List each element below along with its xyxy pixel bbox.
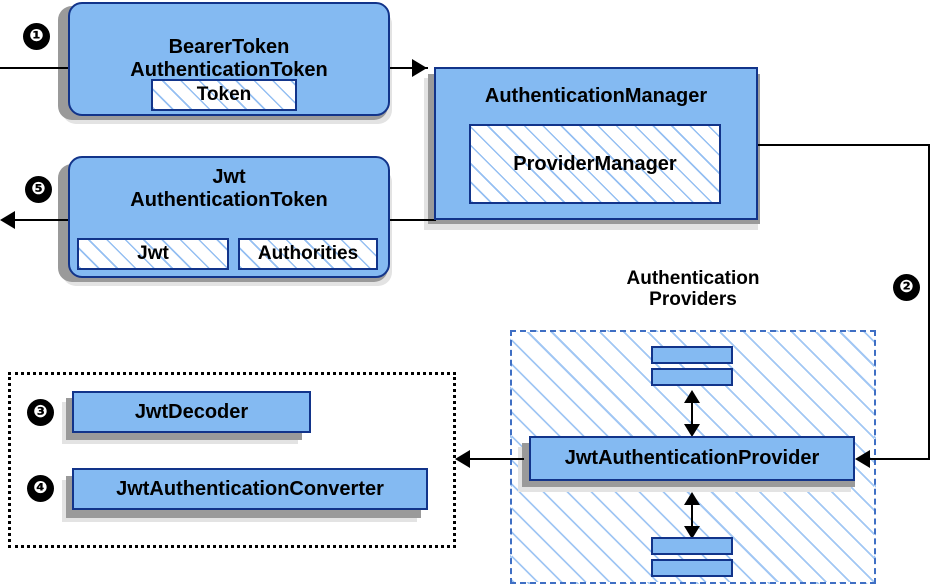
arrowhead-to-support [455,450,470,468]
line-manager-right [758,144,930,146]
node-jwt-authentication-converter[interactable]: JwtAuthenticationConverter [72,468,428,510]
chip-token: Token [151,79,297,111]
line-bearer-to-manager [388,67,428,69]
line-rail-to-provider [868,458,930,460]
provider-link-bottom [691,494,693,536]
bearer-token-label-line2: AuthenticationToken [130,59,328,81]
line-manager-to-jwt-token [388,219,436,221]
jwt-token-label-line1: Jwt [212,166,246,188]
step-marker-5: ❺ [25,176,52,203]
arrowhead-bottom-down [684,526,700,539]
line-right-rail [928,144,930,459]
provider-stack-bar-bottom-1 [651,537,733,555]
line-provider-to-support [466,458,524,460]
step-marker-2: ❷ [893,274,920,301]
node-jwt-decoder[interactable]: JwtDecoder [72,391,311,433]
arrowhead-output-step5 [0,211,15,229]
step-marker-1: ❶ [23,23,50,50]
step-marker-3: ❸ [27,399,54,426]
jwt-token-label-line2: AuthenticationToken [130,189,328,211]
support-components-panel [8,372,456,548]
input-line-step1 [0,67,70,69]
bearer-token-label-line1: BearerToken [168,36,290,58]
chip-jwt: Jwt [77,238,229,270]
output-line-step5 [12,219,70,221]
arrowhead-to-provider [855,450,870,468]
node-jwt-authentication-provider[interactable]: JwtAuthenticationProvider [529,436,855,481]
chip-provider-manager: ProviderManager [469,124,721,204]
provider-stack-bar-bottom-2 [651,559,733,577]
step-marker-4: ❹ [27,475,54,502]
arrowhead-to-manager [412,59,427,77]
authentication-providers-group-label: Authentication Providers [588,268,798,311]
provider-stack-bar-top-1 [651,346,733,364]
arrowhead-top-down [684,424,700,437]
authentication-manager-label: AuthenticationManager [484,85,708,107]
provider-stack-bar-top-2 [651,368,733,386]
arrowhead-bottom-up [684,492,700,505]
chip-authorities: Authorities [238,238,378,270]
providers-label-line2: Providers [649,289,737,311]
arrowhead-top-up [684,390,700,403]
node-bearer-token-authentication-token[interactable]: BearerToken AuthenticationToken [68,2,390,116]
providers-label-line1: Authentication [626,268,760,289]
provider-link-top [691,392,693,434]
